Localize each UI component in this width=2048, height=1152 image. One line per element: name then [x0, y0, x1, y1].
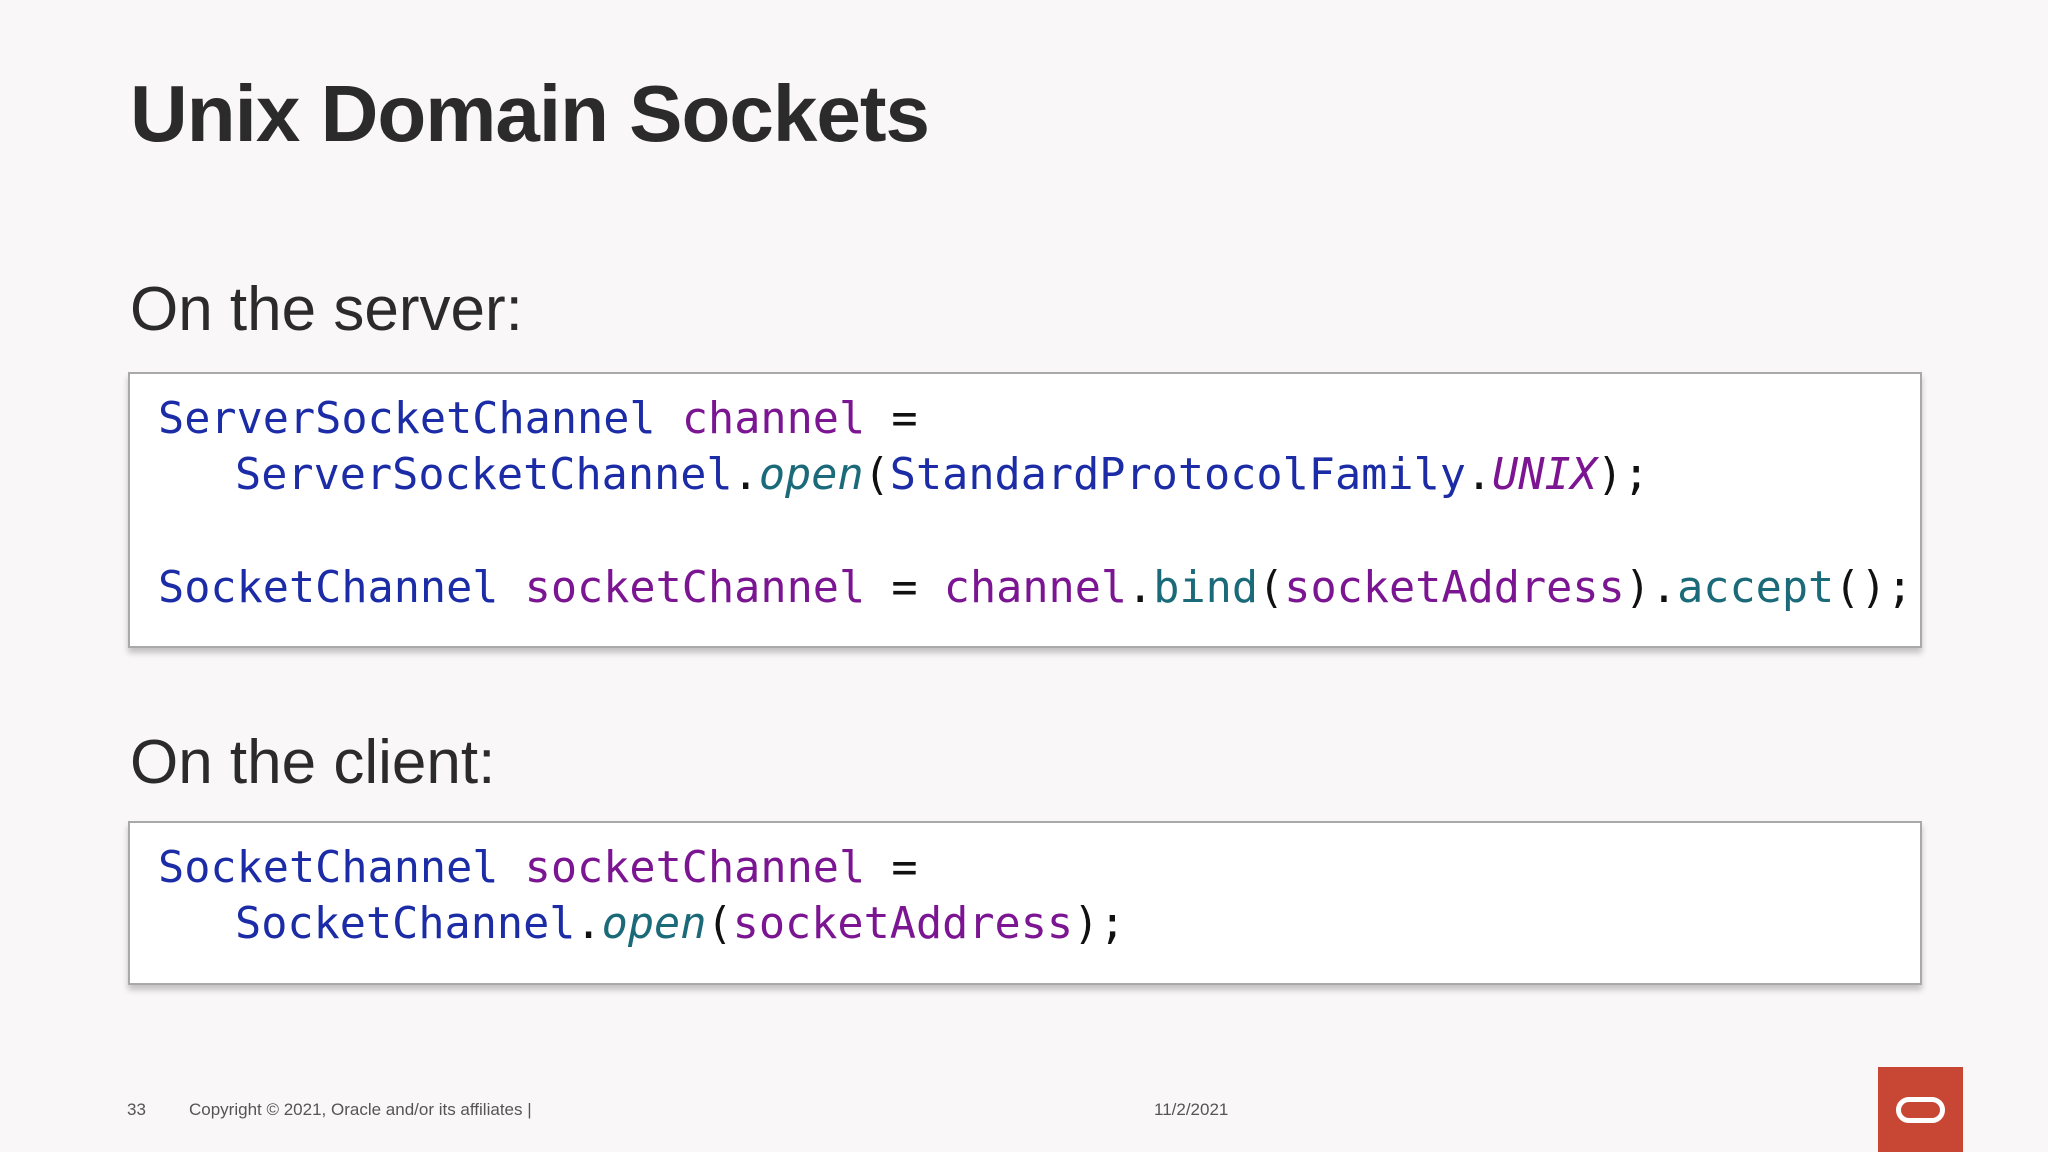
server-code-line-2: ServerSocketChannel.open(StandardProtoco… [235, 453, 1649, 498]
code-method: bind [1153, 563, 1259, 613]
code-variable: channel [943, 563, 1128, 613]
slide-number: 33 [127, 1100, 146, 1119]
code-variable: channel [681, 394, 866, 444]
code-type: ServerSocketChannel [158, 394, 656, 444]
server-code-line-1: ServerSocketChannel channel = [158, 397, 918, 442]
slide-date: 11/2/2021 [1154, 1100, 1229, 1119]
code-constant: UNIX [1492, 450, 1597, 500]
code-punctuation: ( [706, 899, 733, 949]
code-class: ServerSocketChannel [235, 450, 733, 500]
code-variable: socketAddress [732, 899, 1074, 949]
code-variable: socketChannel [524, 563, 866, 613]
code-operator: = [891, 394, 918, 444]
code-punctuation: ); [1073, 899, 1126, 949]
code-operator: = [891, 843, 918, 893]
oracle-ring-icon [1896, 1097, 1945, 1123]
code-punctuation: . [575, 899, 602, 949]
code-punctuation: . [1127, 563, 1154, 613]
client-code-line-1: SocketChannel socketChannel = [158, 846, 918, 891]
code-punctuation: . [732, 450, 759, 500]
code-punctuation: ( [1258, 563, 1285, 613]
code-operator: = [891, 563, 918, 613]
code-punctuation: . [1465, 450, 1493, 500]
client-heading: On the client: [130, 728, 496, 797]
code-static-method: open [758, 450, 864, 500]
code-type: SocketChannel [158, 843, 499, 893]
oracle-logo-icon [1878, 1067, 1963, 1152]
server-code-block: ServerSocketChannel channel = ServerSock… [128, 372, 1922, 648]
code-class: StandardProtocolFamily [889, 450, 1466, 500]
server-code-line-3: SocketChannel socketChannel = channel.bi… [158, 566, 1913, 611]
code-punctuation: ). [1624, 563, 1678, 613]
code-class: SocketChannel [235, 899, 576, 949]
server-heading: On the server: [130, 275, 523, 344]
code-punctuation: (); [1834, 563, 1913, 613]
slide-title: Unix Domain Sockets [130, 69, 930, 158]
client-code-block: SocketChannel socketChannel = SocketChan… [128, 821, 1922, 985]
copyright-notice: Copyright © 2021, Oracle and/or its affi… [189, 1100, 532, 1119]
code-type: SocketChannel [158, 563, 499, 613]
code-punctuation: ( [863, 450, 890, 500]
code-variable: socketChannel [524, 843, 866, 893]
code-method: accept [1677, 563, 1835, 613]
code-punctuation: ); [1596, 450, 1650, 500]
client-code-line-2: SocketChannel.open(socketAddress); [235, 902, 1126, 947]
code-variable: socketAddress [1284, 563, 1625, 613]
code-static-method: open [601, 899, 707, 949]
